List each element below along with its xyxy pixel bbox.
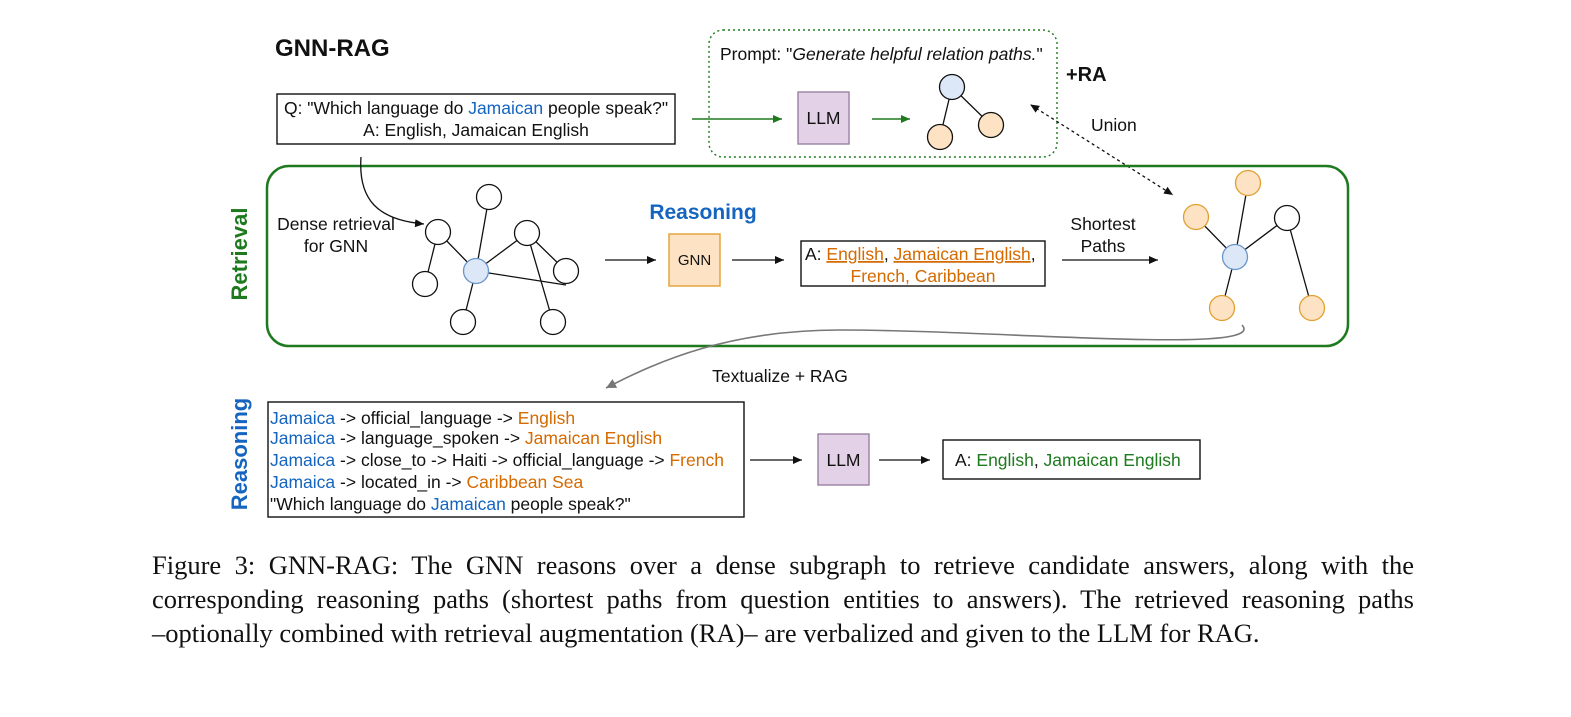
shortest-paths-line1: Shortest bbox=[1070, 214, 1135, 234]
reasoning-path-line: Jamaica -> close_to -> Haiti -> official… bbox=[270, 450, 724, 471]
question-text: Q: "Which language do Jamaican people sp… bbox=[284, 98, 668, 118]
caption-line-1: Figure 3: GNN-RAG: The GNN reasons over … bbox=[152, 550, 1414, 580]
reasoning-question-line: "Which language do Jamaican people speak… bbox=[270, 494, 631, 514]
retrieval-box bbox=[265, 164, 1350, 348]
reasoning-paths-box bbox=[267, 401, 745, 518]
candidates-box bbox=[800, 240, 1046, 287]
tree-root-node bbox=[938, 73, 966, 101]
textualize-label: Textualize + RAG bbox=[712, 366, 848, 386]
llm-top-label: LLM bbox=[806, 108, 840, 128]
candidates-line2: French, Caribbean bbox=[851, 266, 996, 286]
prompt-text: Prompt: "Generate helpful relation paths… bbox=[720, 44, 1043, 64]
reasoning-heading: Reasoning bbox=[649, 201, 756, 224]
reasoning-side-label: Reasoning bbox=[227, 398, 252, 510]
union-label: Union bbox=[1091, 115, 1137, 135]
gnn-box bbox=[668, 233, 721, 287]
figure-caption: Figure 3: GNN-RAG: The GNN reasons over … bbox=[152, 548, 1414, 650]
dense-retrieval-line2: for GNN bbox=[304, 236, 368, 256]
candidates-line1: A: English, Jamaican English, bbox=[805, 244, 1036, 264]
question-answer-text: A: English, Jamaican English bbox=[363, 120, 589, 140]
reasoning-path-line: Jamaica -> official_language -> English bbox=[270, 408, 575, 429]
llm-bottom-label: LLM bbox=[826, 450, 860, 470]
final-answer-text: A: English, Jamaican English bbox=[955, 450, 1181, 470]
shortest-paths-line2: Paths bbox=[1081, 236, 1126, 256]
question-box bbox=[276, 93, 676, 145]
reasoning-path-graph bbox=[1182, 169, 1326, 322]
tree-leaf-node bbox=[926, 123, 954, 151]
reasoning-path-line: Jamaica -> language_spoken -> Jamaican E… bbox=[270, 428, 662, 449]
caption-line-2: corresponding reasoning paths (shortest … bbox=[152, 584, 1414, 614]
reasoning-path-line: Jamaica -> located_in -> Caribbean Sea bbox=[270, 472, 584, 493]
figure-title: GNN-RAG bbox=[275, 35, 390, 62]
tree-leaf-node bbox=[977, 111, 1005, 139]
llm-bottom-box bbox=[817, 433, 870, 486]
textualize-arrow bbox=[605, 324, 1245, 389]
question-to-graph-arrow bbox=[360, 156, 425, 228]
prompt-box bbox=[708, 29, 1058, 158]
dense-subgraph bbox=[411, 183, 580, 336]
ra-label: +RA bbox=[1066, 64, 1107, 86]
retrieval-side-label: Retrieval bbox=[227, 208, 252, 301]
llm-top-box bbox=[797, 91, 850, 145]
gnn-label: GNN bbox=[678, 252, 711, 269]
caption-line-3: –optionally combined with retrieval augm… bbox=[152, 618, 1260, 648]
final-answer-box bbox=[942, 439, 1201, 480]
union-arrow bbox=[1030, 104, 1174, 196]
dense-retrieval-line1: Dense retrieval bbox=[277, 214, 395, 234]
gnn-rag-diagram: GNN-RAG Q: "Which language do Jamaican p… bbox=[227, 29, 1350, 518]
